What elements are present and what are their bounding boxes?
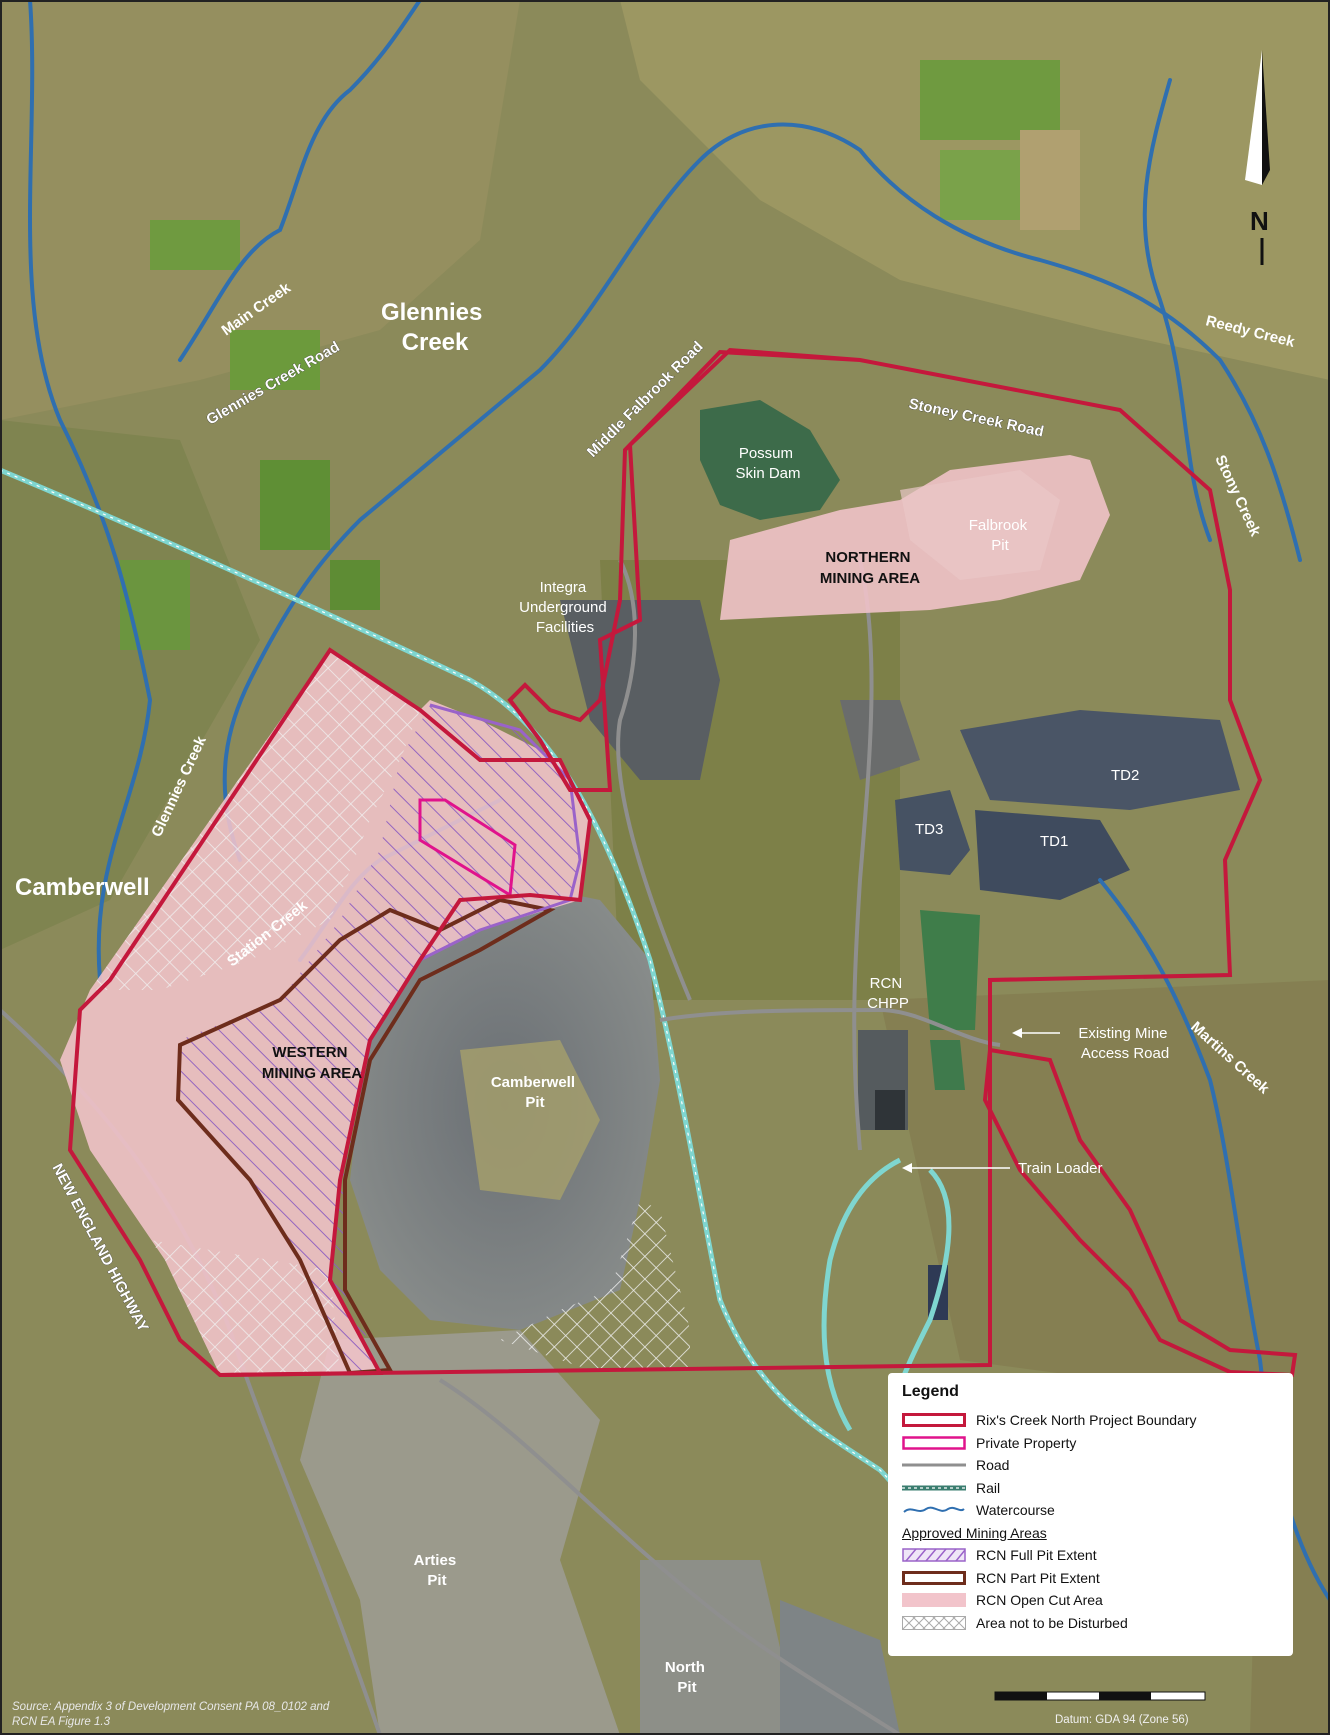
- source-note: Source: Appendix 3 of Development Consen…: [12, 1700, 432, 1730]
- legend-label: Watercourse: [976, 1502, 1055, 1519]
- legend-label: Rail: [976, 1479, 1001, 1496]
- legend-title: Legend: [902, 1383, 959, 1400]
- legend-item-open-cut: RCN Open Cut Area: [902, 1589, 1279, 1612]
- legend-item-project-boundary: Rix's Creek North Project Boundary: [902, 1409, 1279, 1432]
- north-pit-label: North Pit: [665, 1659, 709, 1696]
- open-cut-fill-icon: [902, 1593, 966, 1608]
- legend-label: Rix's Creek North Project Boundary: [976, 1412, 1197, 1429]
- legend-item-private-property: Private Property: [902, 1432, 1279, 1455]
- integra-facilities-label: Integra Underground Facilities: [519, 579, 611, 636]
- western-crosshatch-north: [90, 650, 420, 990]
- camberwell-pit-label: Camberwell Pit: [491, 1074, 579, 1111]
- legend-item-part-pit: RCN Part Pit Extent: [902, 1567, 1279, 1590]
- rail-line-icon: [902, 1485, 966, 1491]
- map-legend: Legend Rix's Creek North Project Boundar…: [888, 1373, 1293, 1656]
- svg-text:Train Loader: Train Loader: [1018, 1160, 1103, 1177]
- svg-text:Existing Mine Access Roa: Existing Mine Access Road: [1078, 1025, 1171, 1062]
- project-boundary-west: [67, 647, 593, 1378]
- north-arrow-icon: N: [1245, 50, 1270, 265]
- legend-label: RCN Part Pit Extent: [976, 1569, 1100, 1586]
- legend-item-road: Road: [902, 1454, 1279, 1477]
- svg-text:N: N: [1250, 206, 1269, 236]
- south-area-not-disturbed: [500, 1200, 690, 1370]
- glennies-creek-place-label: Glennies Creek: [381, 299, 489, 356]
- legend-label: RCN Open Cut Area: [976, 1592, 1103, 1609]
- legend-item-full-pit: RCN Full Pit Extent: [902, 1544, 1279, 1567]
- legend-label: RCN Full Pit Extent: [976, 1547, 1097, 1564]
- western-mining-area-label: WESTERN MINING AREA: [262, 1044, 362, 1082]
- legend-subheading: Approved Mining Areas: [902, 1524, 1047, 1541]
- source-line-2: RCN EA Figure 1.3: [12, 1716, 110, 1728]
- western-full-pit-outline: [419, 703, 582, 962]
- td3-label: TD3: [915, 821, 943, 838]
- legend-label: Road: [976, 1457, 1010, 1474]
- rcn-chpp-label: RCN CHPP: [867, 975, 909, 1012]
- crosshatch-icon: [902, 1615, 966, 1630]
- part-pit-outline-icon: [902, 1570, 966, 1585]
- full-pit-hatch-icon: [902, 1548, 966, 1562]
- western-crosshatch-south: [150, 1240, 340, 1375]
- road-line-icon: [902, 1463, 966, 1467]
- scale-bar-icon: [994, 1691, 1206, 1701]
- northern-mining-area-label: NORTHERN MINING AREA: [820, 549, 920, 587]
- arties-pit-label: Arties Pit: [414, 1552, 461, 1589]
- legend-item-watercourse: Watercourse: [902, 1499, 1279, 1522]
- existing-mine-access-road-callout: Existing Mine Access Road: [1012, 1025, 1171, 1062]
- legend-label: Area not to be Disturbed: [976, 1614, 1128, 1631]
- legend-item-not-disturbed: Area not to be Disturbed: [902, 1612, 1279, 1635]
- legend-label: Private Property: [976, 1434, 1077, 1451]
- private-property-outline: [418, 798, 517, 898]
- td2-label: TD2: [1111, 767, 1139, 784]
- legend-item-rail: Rail: [902, 1477, 1279, 1500]
- train-loader-callout: Train Loader: [902, 1160, 1103, 1177]
- camberwell-place-label: Camberwell: [15, 874, 150, 901]
- source-line-1: Source: Appendix 3 of Development Consen…: [12, 1701, 330, 1713]
- possum-skin-dam-label: Possum Skin Dam: [735, 445, 800, 482]
- falbrook-pit-label: Falbrook Pit: [969, 517, 1032, 554]
- boundary-swatch-icon: [902, 1413, 966, 1428]
- td1-label: TD1: [1040, 833, 1068, 850]
- datum-note: Datum: GDA 94 (Zone 56): [1055, 1714, 1189, 1726]
- watercourse-line-icon: [903, 1506, 965, 1514]
- private-property-swatch-icon: [902, 1436, 966, 1450]
- project-boundary-main: [219, 347, 1263, 1377]
- western-full-pit-extent: [180, 705, 580, 1373]
